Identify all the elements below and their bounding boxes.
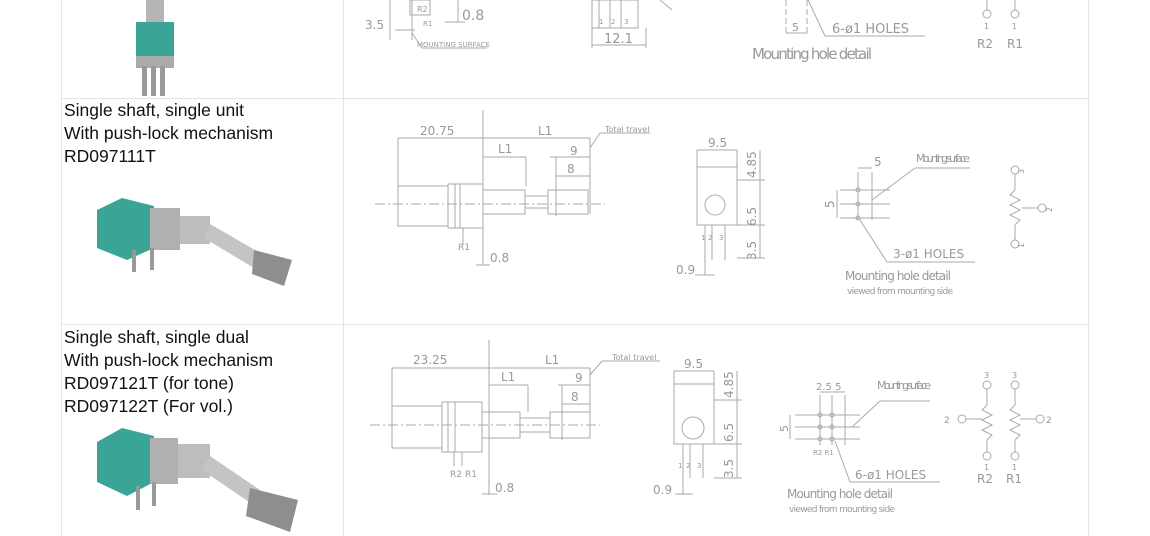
resistor-label: R1 (1006, 472, 1022, 486)
pin-label: 3 (719, 234, 723, 242)
dim-label: 9.5 (708, 136, 727, 150)
column-divider (343, 0, 344, 536)
resistor-label: R2 (977, 37, 993, 51)
row-3-description: Single shaft, single dual With push-lock… (64, 326, 273, 418)
product-photo-row3 (97, 428, 298, 532)
dim-label: 6.5 (722, 423, 736, 442)
resistor-label: R2 (977, 472, 993, 486)
dim-label: 8 (571, 390, 579, 404)
dim-label: 8 (567, 162, 575, 176)
pin-label: 1 (1012, 463, 1017, 472)
row-divider (61, 324, 1089, 325)
dim-label: 5 (792, 21, 799, 34)
row-divider (61, 98, 1089, 99)
dim-label: R1 (465, 470, 477, 480)
pin-label: 2 (1046, 416, 1052, 426)
table-border-left (61, 0, 62, 536)
mounting-surface-label: Mounting surface (916, 152, 970, 165)
dim-label: R1 (458, 243, 470, 253)
dim-label: L1 (498, 142, 512, 156)
description-line: RD097122T (For vol.) (64, 396, 233, 416)
dim-label: 0.9 (653, 483, 672, 497)
viewed-from-label: viewed from mounting side (789, 505, 895, 515)
dim-label: 0.8 (490, 251, 509, 265)
dim-label: 0.9 (676, 263, 695, 277)
mounting-hole-detail-label: Mounting hole detail (787, 487, 893, 501)
description-line: With push-lock mechanism (64, 350, 274, 370)
pin-label: 1 (1017, 243, 1026, 248)
description-line: RD097111T (64, 146, 156, 166)
pin-label: 1 (984, 22, 989, 31)
dim-label: 3.5 (722, 459, 736, 478)
dim-label: 12.1 (604, 32, 633, 47)
pin-label: 2 (944, 416, 950, 426)
dim-label: 3.5 (365, 18, 384, 32)
dim-label: 5 (778, 425, 791, 432)
description-line: RD097121T (for tone) (64, 373, 234, 393)
dim-label: 9 (575, 371, 583, 385)
pin-label: 3 (697, 462, 701, 470)
pin-label: 3 (984, 371, 989, 380)
holes-label: 3-ø1 HOLES (893, 247, 964, 261)
pin-label: 1 (678, 462, 682, 470)
pin-label: 2 (686, 462, 690, 470)
dim-label: 5 (874, 155, 882, 169)
row-2-description: Single shaft, single unit With push-lock… (64, 99, 273, 168)
holes-label: 6-ø1 HOLES (832, 22, 909, 37)
dim-label: L1 (545, 353, 559, 367)
total-travel-label: Total travel (611, 353, 656, 362)
pin-label: 2 (1045, 207, 1054, 212)
product-photo-row1 (136, 0, 174, 96)
description-line: With push-lock mechanism (64, 123, 274, 143)
dim-label: 0.8 (495, 481, 514, 495)
description-line: Single shaft, single unit (64, 100, 244, 120)
dim-label: 9 (570, 144, 578, 158)
pin-label: 1 (599, 18, 603, 26)
pin-label: 3 (1012, 371, 1017, 380)
resistor-label: R1 (1007, 37, 1023, 51)
dim-label: 3.5 (745, 241, 759, 260)
pin-label: 3 (624, 18, 628, 26)
dim-label: R1 (423, 20, 432, 28)
dim-label: 23.25 (413, 353, 447, 367)
dim-label: 0.8 (462, 8, 484, 24)
dim-label: 4.85 (722, 371, 736, 398)
viewed-from-label: viewed from mounting side (847, 287, 953, 297)
mounting-hole-detail-label: Mounting hole detail (752, 45, 872, 63)
dim-label: 9.5 (684, 357, 703, 371)
dim-label: L1 (501, 370, 515, 384)
dim-label: 4.85 (745, 151, 759, 178)
product-photo-row2 (97, 198, 292, 286)
pin-label: 1 (1012, 22, 1017, 31)
dim-label: R2 (450, 470, 462, 480)
holes-label: 6-ø1 HOLES (855, 468, 926, 482)
pin-label: 3 (1017, 169, 1026, 174)
pin-label: 1 (984, 463, 989, 472)
description-line: Single shaft, single dual (64, 327, 249, 347)
total-travel-label: Total travel (604, 125, 649, 134)
mounting-hole-detail-label: Mounting hole detail (845, 269, 951, 283)
hole-resistor-label: R2 R1 (813, 449, 834, 457)
dim-label: 2.5 5 (816, 382, 841, 393)
dim-label: R2 (417, 5, 428, 14)
table-border-right (1088, 0, 1089, 536)
pin-label: 2 (708, 234, 712, 242)
dim-label: 5 (823, 200, 837, 208)
dim-label: L1 (538, 124, 552, 138)
mounting-surface-label: MOUNTING SURFACE (417, 41, 490, 49)
dim-label: 20.75 (420, 124, 454, 138)
pin-label: 2 (611, 18, 615, 26)
dim-label: 6.5 (745, 207, 759, 226)
pin-label: 1 (701, 234, 705, 242)
mounting-surface-label: Mounting surface (877, 379, 931, 392)
